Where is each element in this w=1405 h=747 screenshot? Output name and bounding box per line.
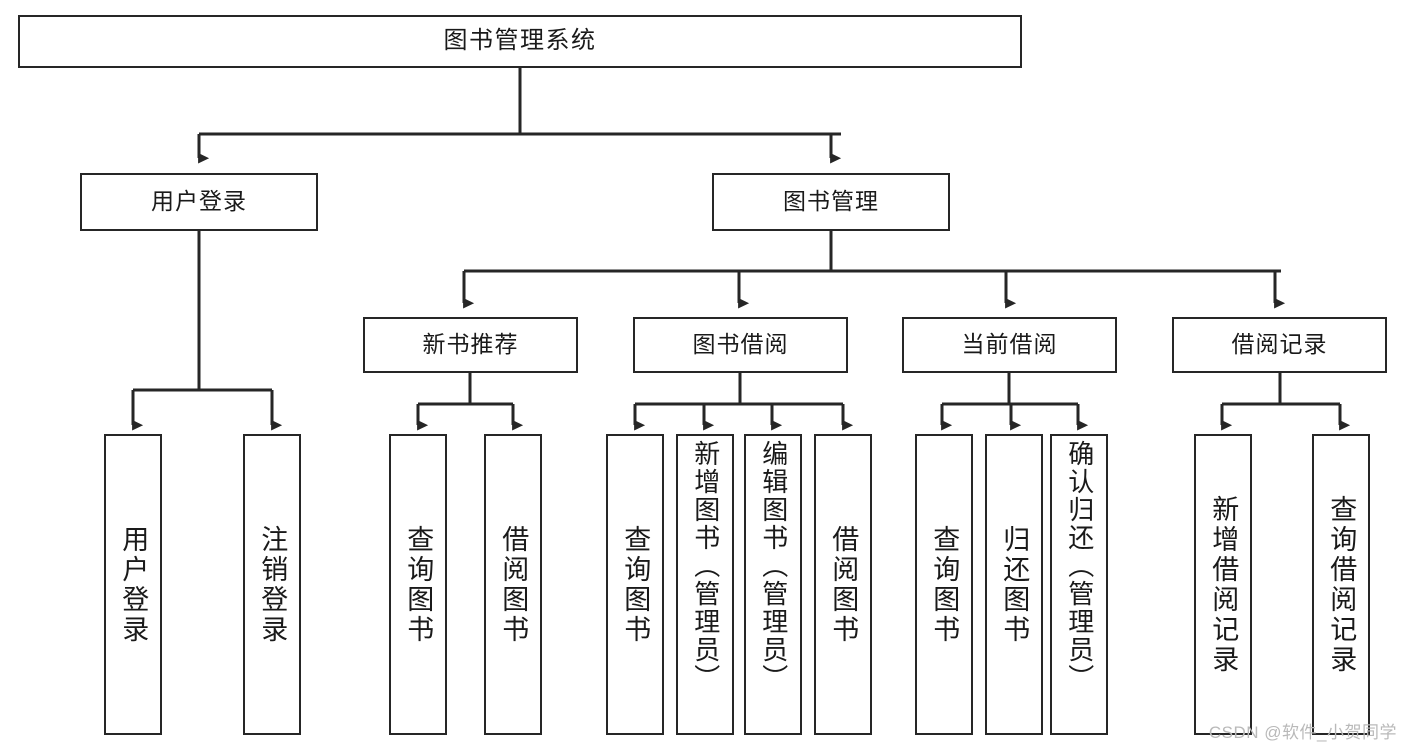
- node-book-borrowing[interactable]: 图书借阅: [633, 317, 848, 373]
- node-label: 归还图书: [999, 524, 1030, 645]
- node-label: 借阅图书: [498, 524, 529, 645]
- node-book-management[interactable]: 图书管理: [712, 173, 950, 231]
- node-new-book-recommendation[interactable]: 新书推荐: [363, 317, 578, 373]
- node-label: 查询图书: [929, 524, 960, 645]
- node-label: 编辑图书（管理员）: [758, 440, 789, 692]
- leaf-query-book-current[interactable]: 查询图书: [915, 434, 973, 735]
- node-label: 确认归还（管理员）: [1064, 440, 1095, 692]
- leaf-add-book-admin[interactable]: 新增图书（管理员）: [676, 434, 734, 735]
- node-user-login[interactable]: 用户登录: [80, 173, 318, 231]
- leaf-query-borrow-record[interactable]: 查询借阅记录: [1312, 434, 1370, 735]
- node-label: 查询借阅记录: [1326, 494, 1357, 675]
- node-borrowing-record[interactable]: 借阅记录: [1172, 317, 1387, 373]
- leaf-borrow-book-recommend[interactable]: 借阅图书: [484, 434, 542, 735]
- node-label: 用户登录: [151, 188, 247, 215]
- node-label: 查询图书: [620, 524, 651, 645]
- leaf-borrow-book[interactable]: 借阅图书: [814, 434, 872, 735]
- leaf-add-borrow-record[interactable]: 新增借阅记录: [1194, 434, 1252, 735]
- leaf-confirm-return-admin[interactable]: 确认归还（管理员）: [1050, 434, 1108, 735]
- node-label: 借阅图书: [828, 524, 859, 645]
- node-label: 当前借阅: [961, 331, 1058, 358]
- node-label: 图书管理: [783, 188, 879, 215]
- node-label: 图书管理系统: [443, 27, 597, 55]
- node-label: 查询图书: [403, 524, 434, 645]
- node-label: 新增借阅记录: [1208, 494, 1239, 675]
- leaf-query-book-borrow[interactable]: 查询图书: [606, 434, 664, 735]
- leaf-edit-book-admin[interactable]: 编辑图书（管理员）: [744, 434, 802, 735]
- node-label: 用户登录: [118, 524, 149, 645]
- node-label: 图书借阅: [692, 331, 789, 358]
- node-label: 借阅记录: [1231, 331, 1328, 358]
- leaf-query-book-recommend[interactable]: 查询图书: [389, 434, 447, 735]
- node-label: 注销登录: [257, 524, 288, 645]
- node-label: 新增图书（管理员）: [690, 440, 721, 692]
- node-root-book-management-system[interactable]: 图书管理系统: [18, 15, 1022, 68]
- leaf-user-login[interactable]: 用户登录: [104, 434, 162, 735]
- node-current-borrowing[interactable]: 当前借阅: [902, 317, 1117, 373]
- leaf-return-book[interactable]: 归还图书: [985, 434, 1043, 735]
- watermark-text: CSDN @软件_小贺同学: [1208, 723, 1397, 742]
- leaf-logout[interactable]: 注销登录: [243, 434, 301, 735]
- node-label: 新书推荐: [422, 331, 519, 358]
